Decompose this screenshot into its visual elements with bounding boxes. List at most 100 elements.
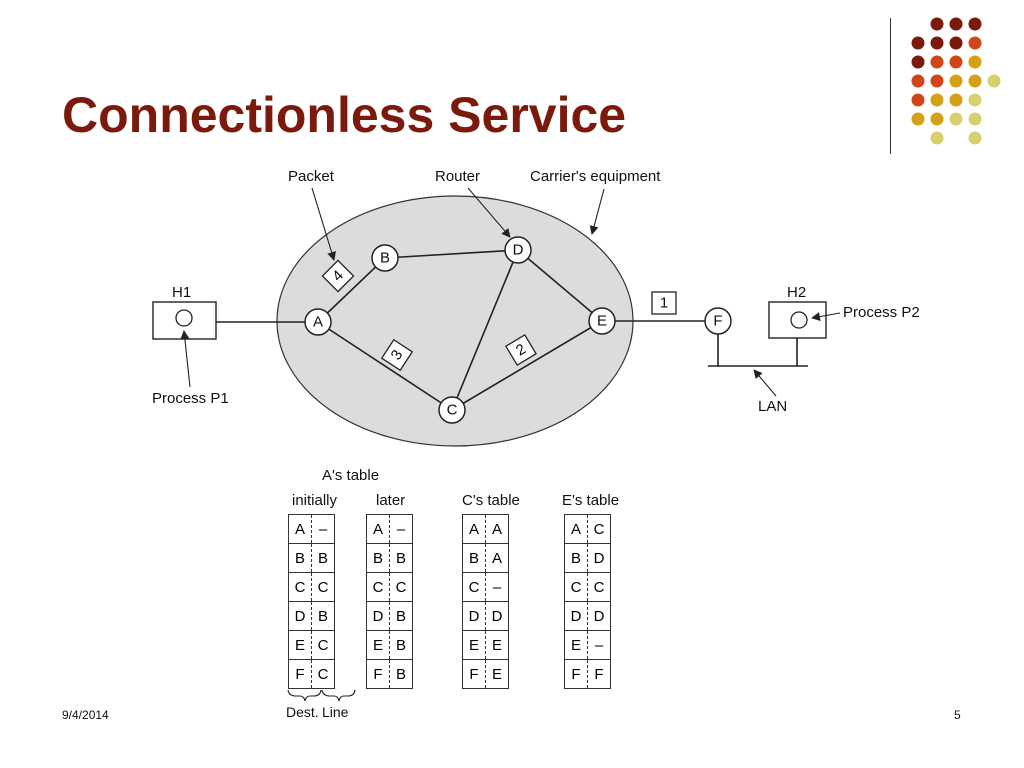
decorative-dot <box>930 93 944 107</box>
dest-cell: F <box>462 659 486 689</box>
decorative-dot <box>930 112 944 126</box>
table-row: A– <box>288 514 335 544</box>
line-brace <box>321 689 356 702</box>
link-c-e <box>451 320 603 411</box>
decorative-dot <box>911 55 925 69</box>
packet-label: Packet <box>288 168 335 185</box>
dest-cell: E <box>366 630 390 660</box>
line-cell: B <box>389 601 413 631</box>
packet-1: 1 <box>651 291 677 315</box>
line-cell: – <box>311 514 335 544</box>
decorative-dot <box>968 55 982 69</box>
lan-label: LAN <box>758 398 787 415</box>
decorative-dot <box>949 93 963 107</box>
decorative-dot <box>949 36 963 50</box>
line-cell: B <box>311 543 335 573</box>
dest-cell: A <box>288 514 312 544</box>
dest-cell: D <box>564 601 588 631</box>
a-table-later-heading: later <box>376 492 406 509</box>
dest-cell: E <box>288 630 312 660</box>
link-a-c <box>317 321 453 411</box>
decorative-dot <box>987 74 1001 88</box>
line-cell: A <box>485 514 509 544</box>
decorative-dot <box>968 17 982 31</box>
e-table-heading: E's table <box>562 492 620 509</box>
line-cell: – <box>485 572 509 602</box>
packet-callout-arrow <box>311 187 336 261</box>
decorative-dot <box>930 74 944 88</box>
a-table-initial-heading: initially <box>292 492 338 509</box>
dest-cell: A <box>462 514 486 544</box>
slide-title: Connectionless Service <box>62 87 627 143</box>
dest-cell: E <box>462 630 486 660</box>
decorative-dot <box>968 93 982 107</box>
decorative-dot <box>911 36 925 50</box>
slide-page-number: 5 <box>954 708 961 722</box>
lan-callout-arrow <box>753 369 777 397</box>
line-cell: B <box>311 601 335 631</box>
process-p1-circle <box>175 309 193 327</box>
table-row: C– <box>462 572 509 602</box>
decorative-dot <box>949 112 963 126</box>
dest-cell: A <box>366 514 390 544</box>
router-d: D <box>504 236 532 264</box>
decorative-dot <box>949 74 963 88</box>
dest-cell: C <box>288 572 312 602</box>
router-c-label: C <box>447 402 458 419</box>
decorative-dot <box>968 112 982 126</box>
line-cell: C <box>311 659 335 689</box>
router-d-label: D <box>513 242 524 259</box>
dest-cell: D <box>288 601 312 631</box>
line-cell: E <box>485 659 509 689</box>
dest-cell: C <box>564 572 588 602</box>
link-d-e <box>517 249 603 322</box>
line-cell: B <box>389 659 413 689</box>
packet-3: 3 <box>380 338 414 372</box>
decorative-dot <box>930 17 944 31</box>
line-cell: A <box>485 543 509 573</box>
router-e-label: E <box>597 313 607 330</box>
line-cell: F <box>587 659 611 689</box>
dest-cell: B <box>462 543 486 573</box>
dest-cell: E <box>564 630 588 660</box>
router-c: C <box>438 396 466 424</box>
carrier-callout-arrow <box>589 188 605 235</box>
c-table-heading: C's table <box>462 492 520 509</box>
dest-cell: C <box>366 572 390 602</box>
dest-cell: B <box>366 543 390 573</box>
decorative-dot <box>968 131 982 145</box>
dest-cell: C <box>462 572 486 602</box>
decorative-dot <box>911 93 925 107</box>
slide-date: 9/4/2014 <box>62 708 109 722</box>
router-f: F <box>704 307 732 335</box>
table-row: E– <box>564 630 611 660</box>
line-cell: C <box>587 514 611 544</box>
line-cell: C <box>587 572 611 602</box>
router-e: E <box>588 307 616 335</box>
packet-1-label: 1 <box>660 295 668 312</box>
a-table-title: A's table <box>322 467 380 484</box>
router-b: B <box>371 244 399 272</box>
process-p1-callout-arrow <box>180 330 191 388</box>
line-cell: D <box>485 601 509 631</box>
dest-cell: B <box>288 543 312 573</box>
